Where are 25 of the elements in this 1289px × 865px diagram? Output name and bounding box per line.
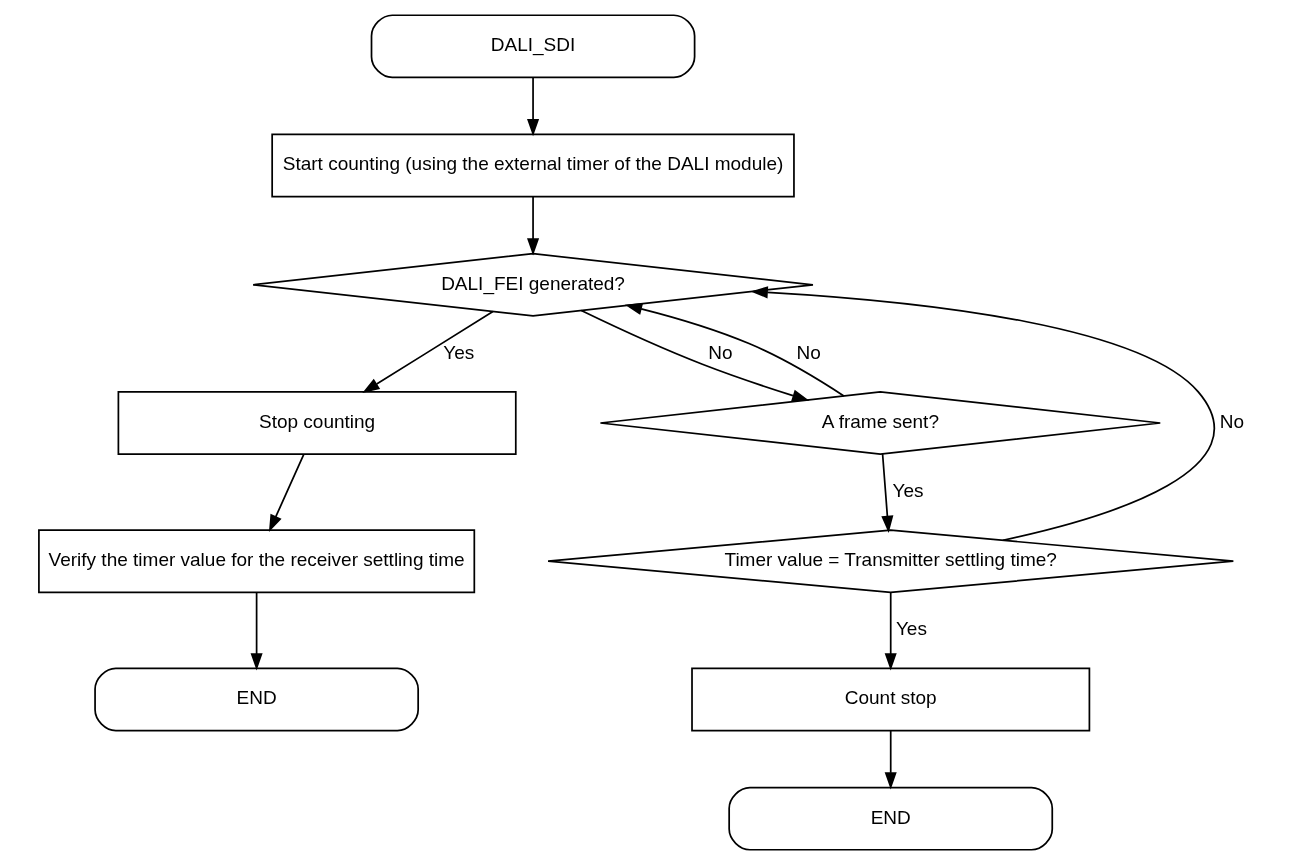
- arrow: [250, 592, 263, 671]
- node-box: END: [94, 667, 420, 732]
- node-box: Stop counting: [117, 391, 517, 455]
- arrow: [884, 730, 897, 790]
- edge-label: Yes: [892, 479, 924, 501]
- node-box: DALI_SDI: [370, 14, 696, 79]
- edge-label: Yes: [443, 341, 475, 363]
- edge-label: No: [708, 341, 733, 363]
- node-box: Count stop: [691, 667, 1091, 732]
- arrow: [881, 453, 894, 533]
- arrow: [527, 196, 540, 256]
- arrow: [750, 286, 1216, 542]
- edge-label: No: [796, 341, 821, 363]
- arrow: [362, 310, 494, 394]
- node-box: END: [728, 786, 1054, 851]
- arrow: [884, 592, 897, 671]
- arrow: [527, 77, 540, 137]
- edge-label: Yes: [895, 618, 927, 640]
- arrow: [624, 303, 845, 397]
- node-diamond: Timer value = Transmitter settling time?: [547, 529, 1235, 594]
- edge-label: No: [1219, 410, 1245, 432]
- node-box: Start counting (using the external timer of the DALI module): [271, 133, 795, 198]
- node-box: Verify the timer value for the receiver settling time: [38, 529, 476, 594]
- arrow: [580, 309, 810, 402]
- arrow: [268, 453, 305, 533]
